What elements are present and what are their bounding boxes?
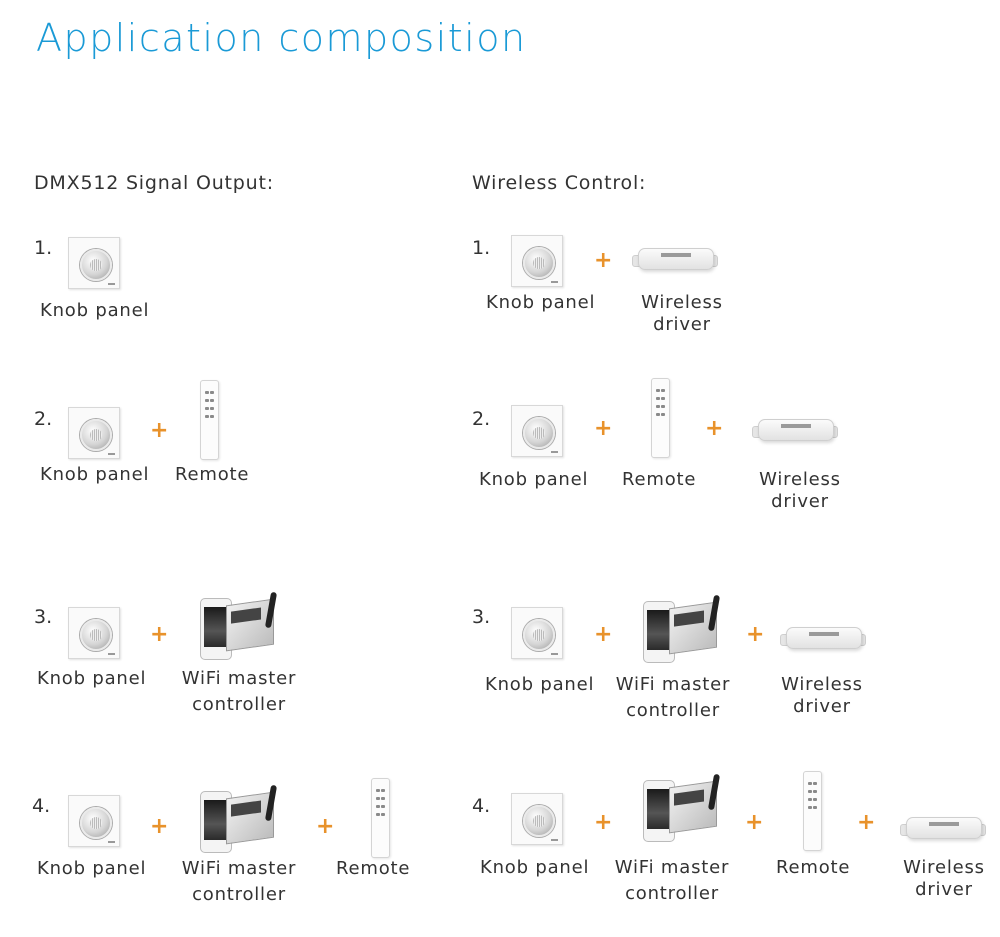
wireless-row1-knob-label: Knob panel <box>486 292 596 313</box>
knob-panel-icon <box>511 405 563 457</box>
knob-panel-icon <box>511 607 563 659</box>
wireless-driver-icon <box>780 624 866 650</box>
wireless-driver-icon <box>752 416 838 442</box>
driver-label-line2: driver <box>793 696 851 717</box>
wireless-row2-driver-label: Wireless driver <box>750 469 850 513</box>
dmx-heading: DMX512 Signal Output: <box>34 172 274 194</box>
driver-label-line1: Wireless <box>781 674 863 695</box>
dmx-row3-wifi-label: WiFi master controller <box>180 668 298 716</box>
wifi-label-line2: controller <box>192 884 286 905</box>
plus-sign: + <box>594 248 613 273</box>
plus-sign: + <box>746 622 765 647</box>
wireless-row3-number: 3. <box>472 606 491 628</box>
wifi-label-line1: WiFi master <box>615 674 731 695</box>
wifi-controller-icon <box>200 784 280 857</box>
plus-sign: + <box>316 814 335 839</box>
plus-sign: + <box>857 810 876 835</box>
wireless-row4-wifi-label: WiFi master controller <box>613 857 731 905</box>
dmx-row2-knob-label: Knob panel <box>40 464 150 485</box>
wireless-row4-number: 4. <box>472 795 491 817</box>
wireless-driver-icon <box>632 245 718 271</box>
wireless-row1-driver-label: Wireless driver <box>632 292 732 336</box>
knob-panel-icon <box>68 607 120 659</box>
dmx-row1-knob-label: Knob panel <box>40 300 150 321</box>
remote-icon <box>803 771 822 851</box>
wireless-row2-knob-label: Knob panel <box>479 469 589 490</box>
wifi-controller-icon <box>643 594 723 667</box>
knob-panel-icon <box>511 235 563 287</box>
driver-label-line2: driver <box>771 491 829 512</box>
dmx-row2-remote-label: Remote <box>175 464 250 485</box>
driver-label-line2: driver <box>915 879 973 900</box>
wifi-label-line2: controller <box>192 694 286 715</box>
wireless-row4-remote-label: Remote <box>776 857 851 878</box>
plus-sign: + <box>594 622 613 647</box>
wireless-row2-remote-label: Remote <box>622 469 697 490</box>
plus-sign: + <box>705 416 724 441</box>
dmx-row4-number: 4. <box>32 795 51 817</box>
plus-sign: + <box>594 810 613 835</box>
dmx-row4-wifi-label: WiFi master controller <box>180 858 298 906</box>
plus-sign: + <box>150 418 169 443</box>
driver-label-line1: Wireless <box>903 857 985 878</box>
wifi-controller-icon <box>643 773 723 846</box>
wireless-row3-driver-label: Wireless driver <box>772 674 872 718</box>
driver-label-line2: driver <box>653 314 711 335</box>
knob-panel-icon <box>68 407 120 459</box>
wireless-row3-wifi-label: WiFi master controller <box>614 674 732 722</box>
plus-sign: + <box>150 814 169 839</box>
driver-label-line1: Wireless <box>641 292 723 313</box>
wireless-row4-driver-label: Wireless driver <box>896 857 992 901</box>
knob-panel-icon <box>511 793 563 845</box>
wifi-controller-icon <box>200 591 280 664</box>
driver-label-line1: Wireless <box>759 469 841 490</box>
wireless-row2-number: 2. <box>472 408 491 430</box>
wireless-row4-knob-label: Knob panel <box>480 857 590 878</box>
wireless-row1-number: 1. <box>472 237 491 259</box>
dmx-row4-knob-label: Knob panel <box>37 858 147 879</box>
dmx-row3-knob-label: Knob panel <box>37 668 147 689</box>
plus-sign: + <box>594 416 613 441</box>
plus-sign: + <box>150 622 169 647</box>
page-title: Application composition <box>36 16 527 60</box>
wireless-driver-icon <box>900 814 986 840</box>
knob-panel-icon <box>68 237 120 289</box>
remote-icon <box>200 380 219 460</box>
wifi-label-line1: WiFi master <box>181 858 297 879</box>
wifi-label-line1: WiFi master <box>614 857 730 878</box>
remote-icon <box>651 378 670 458</box>
wifi-label-line1: WiFi master <box>181 668 297 689</box>
wireless-heading: Wireless Control: <box>472 172 647 194</box>
remote-icon <box>371 778 390 858</box>
wifi-label-line2: controller <box>625 883 719 904</box>
wifi-label-line2: controller <box>626 700 720 721</box>
dmx-row4-remote-label: Remote <box>336 858 411 879</box>
plus-sign: + <box>745 810 764 835</box>
wireless-row3-knob-label: Knob panel <box>485 674 595 695</box>
dmx-row3-number: 3. <box>34 606 53 628</box>
dmx-row1-number: 1. <box>34 237 53 259</box>
knob-panel-icon <box>68 795 120 847</box>
dmx-row2-number: 2. <box>34 408 53 430</box>
